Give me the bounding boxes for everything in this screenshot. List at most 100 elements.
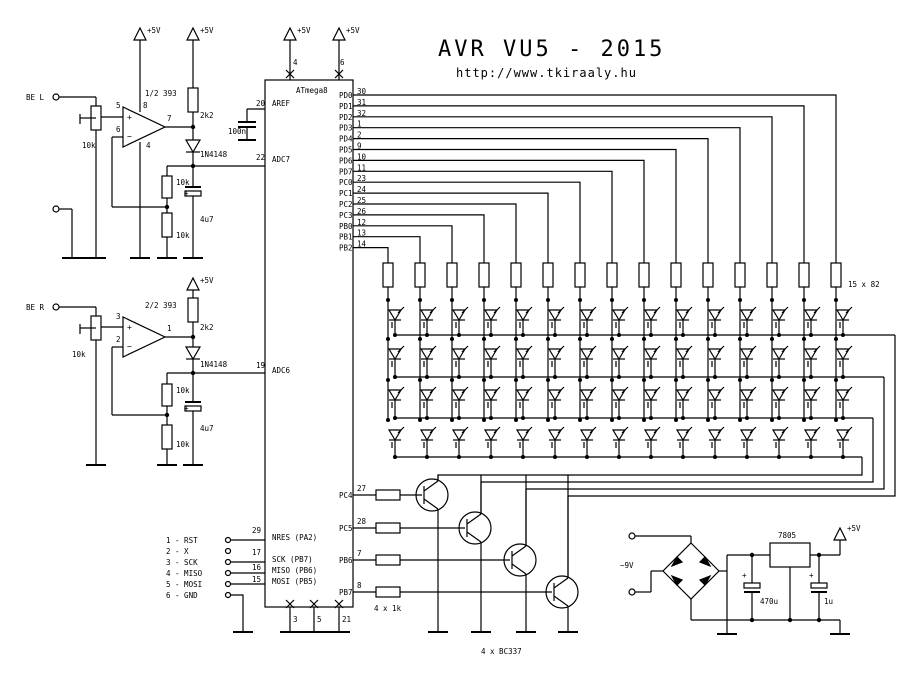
led-r4-c6-arrow xyxy=(557,426,565,434)
led-r1-c5-arrow xyxy=(525,306,533,314)
led-r4-c4-arrow xyxy=(493,426,501,434)
svg-text:+5V: +5V xyxy=(147,26,161,35)
mcu-pin-num-25: 25 xyxy=(357,196,366,205)
led-r1-c11 xyxy=(707,309,723,322)
led-r4-c11 xyxy=(707,429,723,442)
svg-text:−: − xyxy=(127,342,132,351)
right-input-label: BE R xyxy=(26,303,45,312)
bridge-rectifier xyxy=(662,542,720,600)
collector-trace-1 xyxy=(437,457,863,481)
led-resistor-12 xyxy=(734,262,746,288)
left-divider-resistor-2 xyxy=(161,212,173,238)
led-r4-c3 xyxy=(451,429,467,442)
svg-text:+: + xyxy=(127,113,132,122)
transistor-4 xyxy=(545,575,579,609)
mcu-pin-nres: NRES (PA2) xyxy=(272,533,317,542)
led-r1-c8-arrow xyxy=(621,306,629,314)
mcu-pin-adc7: ADC7 xyxy=(272,155,290,164)
led-r1-c6-arrow xyxy=(557,306,565,314)
led-r2-c11 xyxy=(707,348,723,361)
led-r2-c9 xyxy=(643,348,659,361)
mcu-pin-pd4: PD4 xyxy=(339,135,353,144)
led-r2-c1-arrow xyxy=(397,345,405,353)
left-comparator-label: 1/2 393 xyxy=(145,89,177,98)
transistor-2-emitter xyxy=(466,531,482,543)
led-r3-c9-arrow xyxy=(653,386,661,394)
led-resistor-array xyxy=(382,262,842,300)
right-input-channel: BE R 10k + − 2/2 393 3 2 1 +5V 2k2 1N414… xyxy=(26,276,265,466)
led-r3-c12 xyxy=(739,389,755,402)
svg-text:+: + xyxy=(127,323,132,332)
mcu-pin-sck: SCK (PB7) xyxy=(272,555,313,564)
led-r4-c7 xyxy=(579,429,595,442)
svg-text:+: + xyxy=(742,571,747,580)
mcu-pin-num-11: 11 xyxy=(357,163,366,172)
transistor-1-collector xyxy=(423,480,439,492)
led-r2-c6-arrow xyxy=(557,345,565,353)
port-trace-pd5 xyxy=(353,148,677,263)
isp-pin-1-label: 1 - RST xyxy=(166,536,198,545)
led-r4-c10-arrow xyxy=(685,426,693,434)
transistor-3 xyxy=(503,543,537,577)
mcu-pin-pd3: PD3 xyxy=(339,124,353,133)
isp-pin-1 xyxy=(224,536,232,544)
led-r4-c4 xyxy=(483,429,499,442)
led-r1-c7-arrow xyxy=(589,306,597,314)
mcu-supply-label-2: +5V xyxy=(346,26,360,35)
mcu-pin-num-2: 2 xyxy=(357,131,362,140)
led-r4-c2-arrow xyxy=(429,426,437,434)
mcu-pin-pc5: PC5 xyxy=(339,524,353,533)
psu-output-label: +5V xyxy=(847,524,861,533)
led-resistor-15 xyxy=(830,262,842,288)
psu-input-label: ~9V xyxy=(620,561,634,570)
power-supply: ~9V + 470u 7805 + 1u +5V xyxy=(620,524,861,635)
led-r3-c10-arrow xyxy=(685,386,693,394)
led-r2-c12 xyxy=(739,348,755,361)
mcu-pin-pc3: PC3 xyxy=(339,211,353,220)
led-r4-c13-arrow xyxy=(781,426,789,434)
led-r2-c2-arrow xyxy=(429,345,437,353)
isp-pin-2 xyxy=(224,547,232,555)
led-r1-c8 xyxy=(611,309,627,322)
mcu-pin-pd2: PD2 xyxy=(339,113,353,122)
port-trace-pc2 xyxy=(353,203,517,263)
mcu-pin-pb2: PB2 xyxy=(339,244,353,253)
website-url: http://www.tkiraaly.hu xyxy=(456,66,637,80)
right-divider-resistor-2 xyxy=(161,424,173,450)
led-r3-c15 xyxy=(835,389,851,402)
mcu-pin-4: 4 xyxy=(293,58,298,67)
led-r1-c4 xyxy=(483,309,499,322)
atmega8-mcu: ATmega8 +5V +5V 4 6 3 5 21 20 AREF 22 AD… xyxy=(252,26,837,633)
aref-capacitor: 100n xyxy=(228,108,265,141)
svg-text:3: 3 xyxy=(116,312,121,321)
isp-pin-2-label: 2 - X xyxy=(166,547,189,556)
svg-text:6: 6 xyxy=(116,125,121,134)
led-r4-c9-arrow xyxy=(653,426,661,434)
port-trace-pb2 xyxy=(353,247,389,263)
mcu-pin-pc4: PC4 xyxy=(339,491,353,500)
mcu-pin-pc2: PC2 xyxy=(339,200,353,209)
left-input-label: BE L xyxy=(26,93,45,102)
led-r3-c7 xyxy=(579,389,595,402)
left-comparator xyxy=(122,106,167,148)
led-r3-c7-arrow xyxy=(589,386,597,394)
transistor-2-collector xyxy=(466,513,482,525)
led-r2-c10-arrow xyxy=(685,345,693,353)
led-r1-c9 xyxy=(643,309,659,322)
svg-text:1: 1 xyxy=(167,324,172,333)
led-r4-c7-arrow xyxy=(589,426,597,434)
left-input-terminal xyxy=(52,93,60,101)
led-r4-c1 xyxy=(387,429,403,442)
led-r2-c15-arrow xyxy=(845,345,853,353)
led-r2-c6 xyxy=(547,348,563,361)
mcu-pin-pc0: PC0 xyxy=(339,178,353,187)
svg-text:+5V: +5V xyxy=(200,276,214,285)
led-resistor-6 xyxy=(542,262,554,288)
led-r3-c1-arrow xyxy=(397,386,405,394)
led-r2-c13-arrow xyxy=(781,345,789,353)
led-r2-c13 xyxy=(771,348,787,361)
mcu-pin-num-15: 15 xyxy=(252,575,261,584)
led-r3-c11-arrow xyxy=(717,386,725,394)
led-r2-c4 xyxy=(483,348,499,361)
led-resistor-4 xyxy=(478,262,490,288)
